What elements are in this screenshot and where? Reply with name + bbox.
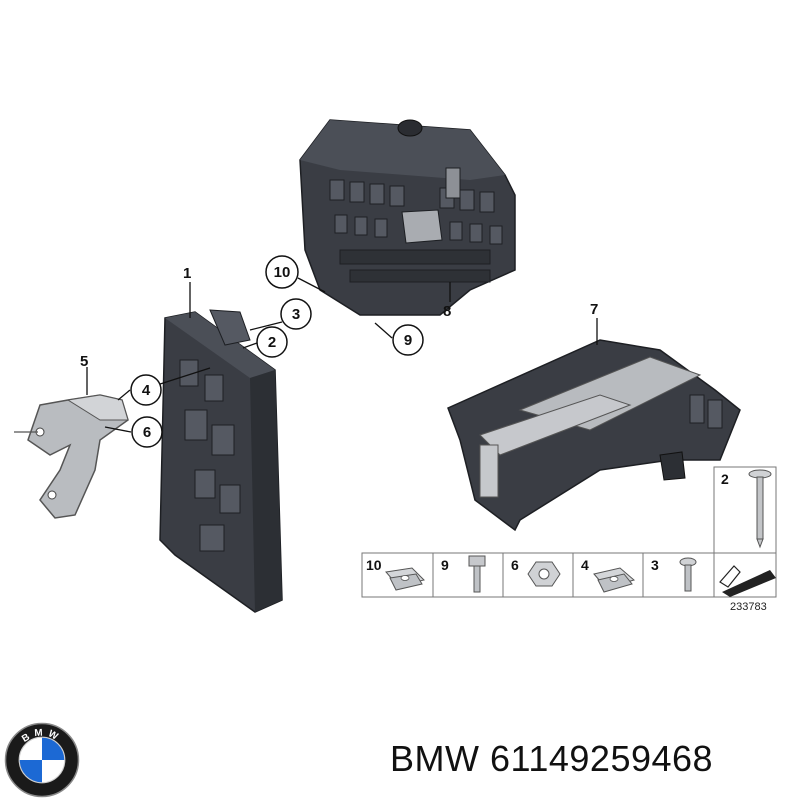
footer-brand: BMW <box>390 738 480 779</box>
callout-10: 10 <box>265 255 299 289</box>
bmw-logo: BMW <box>4 722 80 798</box>
part-7-holder <box>447 339 741 532</box>
callout-5: 5 <box>80 353 88 370</box>
reference-number: 233783 <box>730 601 767 613</box>
callout-3-label: 3 <box>292 306 300 323</box>
clip-nut-icon-4 <box>593 567 636 593</box>
callout-7-label: 7 <box>590 301 598 318</box>
callout-4-label: 4 <box>142 382 151 399</box>
part-8-fuse-box <box>299 119 516 316</box>
strip-label-3: 3 <box>651 557 659 573</box>
hex-nut-icon-6 <box>527 561 561 587</box>
callout-3: 3 <box>280 298 312 330</box>
callout-1-label: 1 <box>183 265 191 282</box>
footer-part-label: BMW 61149259468 <box>390 738 713 780</box>
callout-1: 1 <box>183 265 191 282</box>
bolt-icon-9 <box>468 555 486 593</box>
part-5-bracket <box>14 394 129 519</box>
part-1-control-module <box>159 309 283 613</box>
callout-8: 8 <box>443 303 451 320</box>
strip-label-6: 6 <box>511 557 519 573</box>
callout-9-label: 9 <box>404 332 412 349</box>
parts-strip: 2 10 9 6 4 3 <box>361 466 777 613</box>
strip-box-2 <box>713 466 777 554</box>
screw-icon-2 <box>748 469 772 549</box>
strip-label-9: 9 <box>441 557 449 573</box>
callout-6: 6 <box>131 416 163 448</box>
callout-2: 2 <box>256 326 288 358</box>
screw-icon-3 <box>679 557 697 592</box>
strip-label-2: 2 <box>721 471 729 487</box>
callout-6-label: 6 <box>143 424 151 441</box>
strip-row <box>361 552 777 598</box>
arrow-wedge-icon <box>719 565 776 597</box>
callout-4: 4 <box>130 374 162 406</box>
callout-5-label: 5 <box>80 353 88 370</box>
strip-label-4: 4 <box>581 557 589 573</box>
callout-8-label: 8 <box>443 303 451 320</box>
callout-7: 7 <box>590 301 598 318</box>
clip-nut-icon-10 <box>385 567 425 591</box>
callout-9: 9 <box>392 324 424 356</box>
strip-label-10: 10 <box>366 557 382 573</box>
footer-part-number: 61149259468 <box>490 738 714 779</box>
callout-2-label: 2 <box>268 334 276 351</box>
leader-lines <box>86 277 598 433</box>
callout-10-label: 10 <box>274 264 291 281</box>
